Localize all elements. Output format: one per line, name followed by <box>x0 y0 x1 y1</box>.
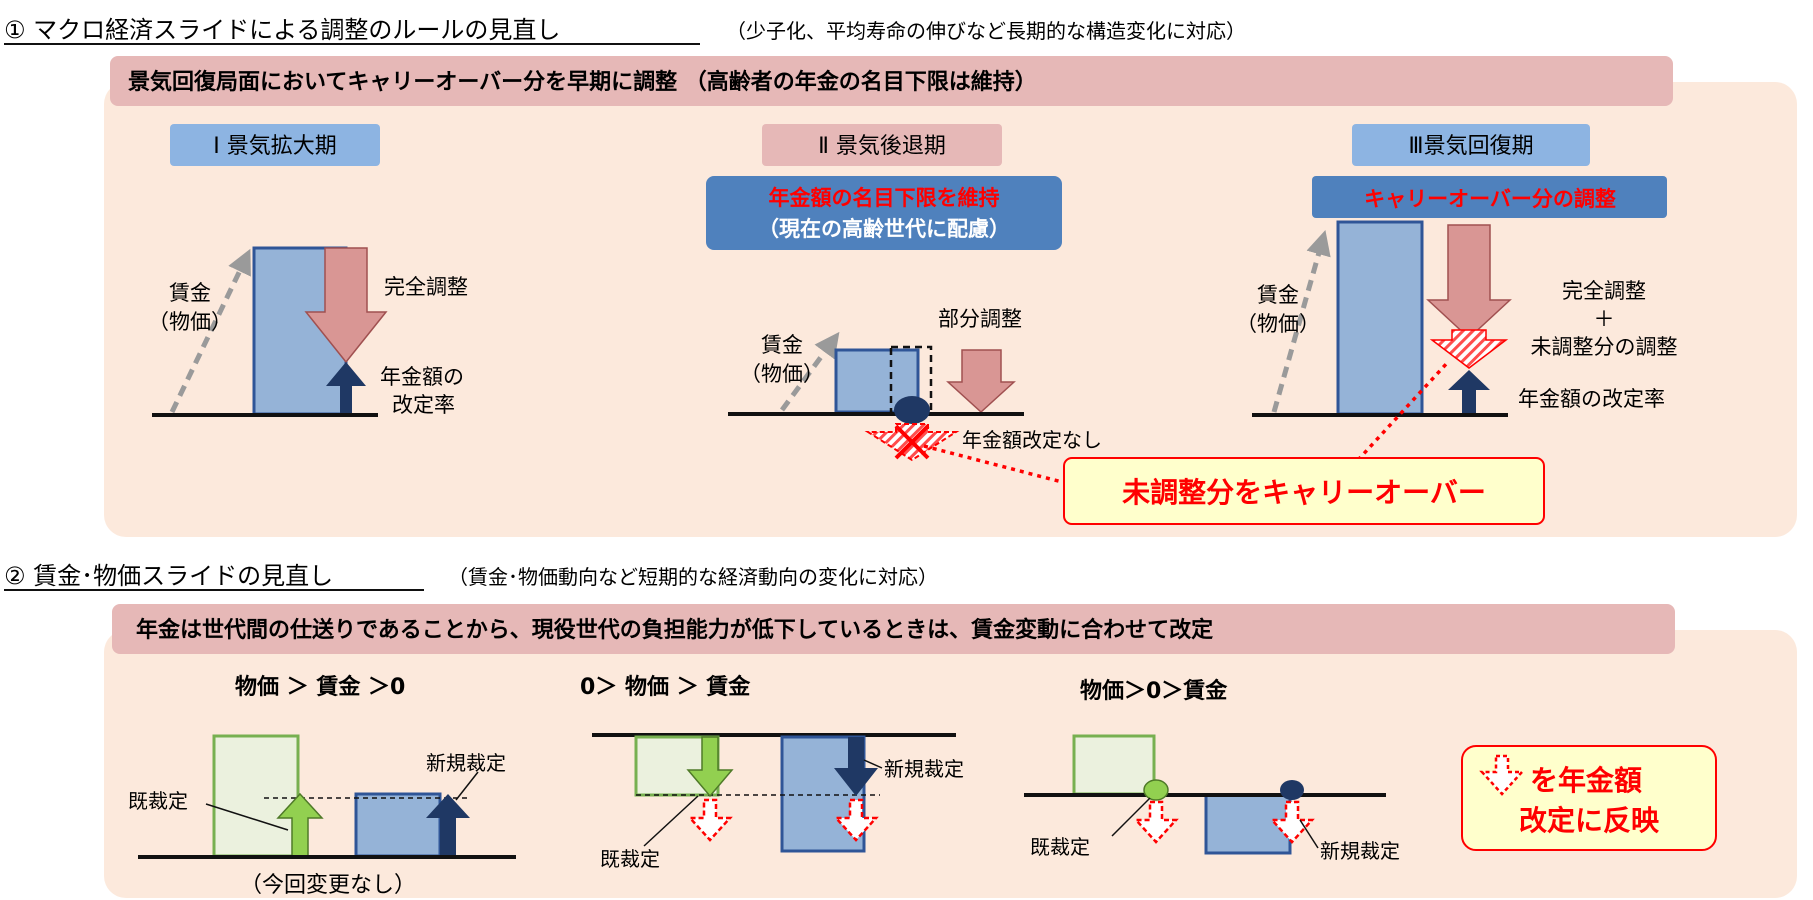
phase2-callout-line1: 年金額の名目下限を維持 <box>769 186 1000 210</box>
phase2-wage-arrow <box>779 331 840 412</box>
phase2-callout-box <box>706 176 1062 250</box>
phase1-price-label: （物価） <box>148 310 232 334</box>
phase1-full-adjust-arrow <box>304 247 388 364</box>
case3-new-point <box>1280 780 1304 800</box>
case1-condition: 物価 ＞ 賃金 ＞0 <box>235 674 405 700</box>
phase2-zero-point <box>894 396 930 424</box>
carryover-dotted-lines <box>923 360 1450 484</box>
phase2-callout-line2: （現在の高齢世代に配慮） <box>758 217 1010 241</box>
case3-condition: 物価＞0＞賃金 <box>1080 678 1228 704</box>
case1-wage-bar <box>354 792 442 858</box>
case1-new-arrow <box>426 794 470 856</box>
case3-existing-label: 既裁定 <box>1030 835 1090 859</box>
case3-price-bar <box>1072 734 1156 796</box>
section2-heading: ② 賃金･物価スライドの見直し <box>4 562 333 590</box>
phase3-full-adjust-arrow <box>1426 224 1512 340</box>
phase3-callout-box <box>1312 176 1667 218</box>
phase3-wage-bar <box>1336 220 1424 416</box>
phase3-callout: キャリーオーバー分の調整 <box>1364 187 1616 211</box>
phase3-rate-label: 年金額の改定率 <box>1518 387 1665 411</box>
case3-new-reflect-arrow <box>1269 800 1315 844</box>
phase3-label-box <box>1352 124 1590 166</box>
case1-existing-label: 既裁定 <box>128 789 188 813</box>
phase2-cross-line-b <box>894 424 930 460</box>
case3-existing-point <box>1143 779 1169 801</box>
phase1-wage-label: 賃金 <box>169 281 211 305</box>
legend-box <box>1461 745 1717 851</box>
case2-existing-arrow <box>686 736 734 798</box>
phase3-unadjusted-arrow <box>1429 329 1509 369</box>
phase2-partial-adjust-label: 部分調整 <box>938 307 1022 331</box>
case2-existing-leader <box>643 795 699 847</box>
section2-note: （賃金･物価動向など短期的な経済動向の変化に対応） <box>448 565 938 589</box>
legend-line1: を年金額 <box>1530 764 1642 797</box>
section2-panel <box>104 630 1797 898</box>
section1-banner-text: 景気回復局面においてキャリーオーバー分を早期に調整 （高齢者の年金の名目下限は維… <box>128 69 1037 95</box>
phase1-label: Ⅰ 景気拡大期 <box>213 134 336 159</box>
phase3-plus-label: ＋ <box>1594 307 1615 331</box>
case1-existing-leader <box>205 803 289 831</box>
carryover-box <box>1063 457 1545 525</box>
case2-new-reflect-arrow <box>833 798 879 842</box>
section2-banner <box>112 604 1675 654</box>
phase2-label: Ⅱ 景気後退期 <box>818 134 946 159</box>
case1-new-label: 新規裁定 <box>426 751 506 775</box>
case3-new-label: 新規裁定 <box>1320 839 1400 863</box>
section1-banner <box>110 56 1673 106</box>
phase3-label: Ⅲ景気回復期 <box>1408 134 1533 159</box>
section2-banner-text: 年金は世代間の仕送りであることから、現役世代の負担能力が低下しているときは、賃金… <box>136 617 1213 643</box>
phase1-full-adjust-label: 完全調整 <box>384 275 468 299</box>
case2-new-arrow <box>834 737 878 796</box>
phase2-price-label: （物価） <box>740 362 824 386</box>
phase3-wage-label: 賃金 <box>1257 283 1299 307</box>
case3-new-leader <box>1299 819 1319 849</box>
case2-condition: 0＞ 物価 ＞ 賃金 <box>580 674 751 700</box>
section1-heading: ① マクロ経済スライドによる調整のルールの見直し <box>4 16 560 44</box>
phase1-label-box <box>170 124 380 166</box>
carryover-box-text: 未調整分をキャリーオーバー <box>1122 476 1486 509</box>
case3-existing-leader <box>1111 797 1151 837</box>
legend-dashed-arrow-icon <box>1479 754 1525 796</box>
phase3-unadjusted-label: 未調整分の調整 <box>1531 335 1678 359</box>
case3-existing-reflect-arrow <box>1133 800 1179 844</box>
phase2-label-box <box>762 124 1002 166</box>
phase1-rate-label-line2: 改定率 <box>392 393 455 417</box>
legend-line2: 改定に反映 <box>1519 804 1660 837</box>
case1-new-leader <box>455 771 479 801</box>
case2-new-leader <box>863 759 883 769</box>
phase1-rate-arrow <box>326 362 366 414</box>
phase1-rate-label-line1: 年金額の <box>380 365 464 389</box>
case2-existing-label: 既裁定 <box>600 847 660 871</box>
phase2-wage-label: 賃金 <box>761 333 803 357</box>
phase2-partial-adjust-arrow <box>946 349 1016 414</box>
case2-new-label: 新規裁定 <box>884 757 964 781</box>
phase3-wage-arrow <box>1271 229 1331 413</box>
phase3-full-adjust-label: 完全調整 <box>1562 279 1646 303</box>
case1-price-bar <box>212 734 300 858</box>
phase2-no-revision-label: 年金額改定なし <box>962 428 1102 452</box>
case1-unchanged-label: （今回変更なし） <box>240 873 416 898</box>
case2-existing-reflect-arrow <box>687 798 733 842</box>
phase3-rate-arrow <box>1448 370 1490 414</box>
section1-note: （少子化、平均寿命の伸びなど長期的な構造変化に対応） <box>726 19 1246 43</box>
phase3-price-label: （物価） <box>1236 312 1320 336</box>
phase1-wage-arrow <box>169 248 251 414</box>
